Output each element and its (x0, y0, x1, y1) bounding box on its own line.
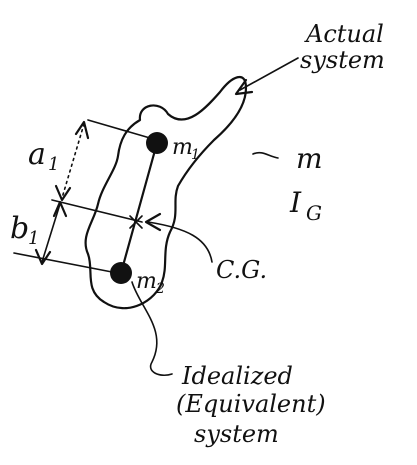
mass-m1-dot (146, 132, 168, 154)
cg-reference-line (51, 199, 143, 223)
cg-cross-mark (129, 215, 143, 229)
m2-reference-line (13, 252, 113, 273)
cg-label: C.G. (216, 256, 267, 284)
a1-arrowhead-bottom (54, 184, 72, 202)
idealized-label-line2: (Equivalent) (176, 390, 326, 418)
m1-reference-line (87, 119, 151, 139)
inertia-symbol-label: I (289, 186, 302, 219)
actual-system-arrowhead (234, 78, 254, 96)
idealized-leader (131, 281, 173, 377)
idealized-label-line3: system (194, 420, 279, 448)
m1-subscript: 1 (191, 147, 200, 163)
a1-label: a (28, 137, 46, 172)
b1-label: b (10, 211, 29, 246)
cg-leader (147, 221, 213, 263)
m2-subscript: 2 (155, 281, 165, 297)
m2-label: m (136, 269, 157, 294)
b1-arrowhead-bottom (34, 248, 52, 266)
mass-inertia-leader (252, 151, 279, 159)
actual-system-label-line2: system (300, 46, 385, 74)
actual-body-outline (84, 76, 248, 310)
mass-symbol-label: m (296, 142, 323, 175)
b1-dimension-line (41, 203, 61, 263)
b1-subscript: 1 (28, 228, 39, 249)
mass-m2-dot (110, 262, 132, 284)
actual-system-leader (239, 57, 299, 91)
actual-system-label-line1: Actual (304, 20, 384, 48)
inertia-subscript-label: G (306, 201, 322, 225)
a1-subscript: 1 (48, 154, 59, 175)
idealized-label-line1: Idealized (181, 362, 293, 390)
a1-dimension-line (61, 123, 85, 199)
connecting-rod (119, 141, 159, 275)
b1-arrowhead-top (52, 200, 68, 218)
a1-arrowhead-top (74, 120, 90, 140)
cg-leader-arrowhead (144, 212, 162, 232)
m1-label: m (172, 135, 193, 160)
